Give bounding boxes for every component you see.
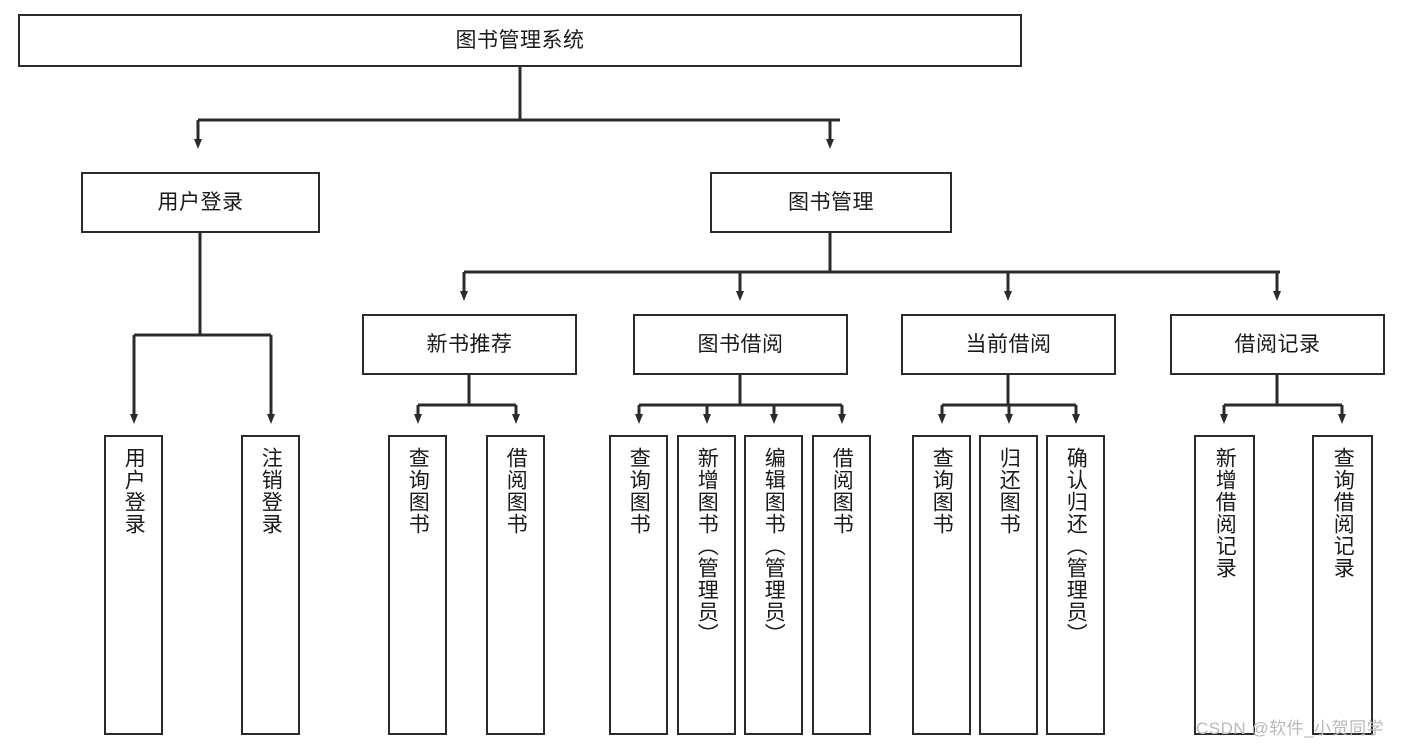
node-book-manage[interactable]: 图书管理 (710, 172, 952, 233)
node-leaf-return-book-label: 归还图书 (997, 447, 1021, 535)
node-leaf-borrow-book-1-label: 借阅图书 (504, 447, 528, 535)
node-leaf-add-record[interactable]: 新增借阅记录 (1194, 435, 1255, 735)
node-new-book-recommend[interactable]: 新书推荐 (362, 314, 577, 375)
node-leaf-query-book-3-label: 查询图书 (930, 447, 954, 535)
node-leaf-user-logout-label: 注销登录 (259, 447, 283, 535)
node-current-borrow[interactable]: 当前借阅 (901, 314, 1116, 375)
node-leaf-user-login[interactable]: 用户登录 (104, 435, 163, 735)
node-root-label: 图书管理系统 (455, 28, 585, 52)
node-user-login-label: 用户登录 (157, 190, 244, 214)
node-leaf-edit-book[interactable]: 编辑图书（管理员） (744, 435, 803, 735)
node-leaf-borrow-book-1[interactable]: 借阅图书 (486, 435, 545, 735)
node-root[interactable]: 图书管理系统 (18, 14, 1022, 67)
node-leaf-query-book-2-label: 查询图书 (627, 447, 651, 535)
node-leaf-confirm-return[interactable]: 确认归还（管理员） (1046, 435, 1105, 735)
node-book-borrow-label: 图书借阅 (697, 332, 784, 356)
node-leaf-add-book[interactable]: 新增图书（管理员） (677, 435, 736, 735)
node-borrow-record[interactable]: 借阅记录 (1170, 314, 1385, 375)
node-leaf-query-record[interactable]: 查询借阅记录 (1312, 435, 1373, 735)
node-leaf-edit-book-label: 编辑图书（管理员） (762, 447, 786, 645)
node-borrow-record-label: 借阅记录 (1234, 332, 1321, 356)
node-user-login[interactable]: 用户登录 (81, 172, 320, 233)
node-leaf-query-record-label: 查询借阅记录 (1331, 447, 1355, 579)
node-leaf-return-book[interactable]: 归还图书 (979, 435, 1038, 735)
node-leaf-borrow-book-2[interactable]: 借阅图书 (812, 435, 871, 735)
node-leaf-borrow-book-2-label: 借阅图书 (830, 447, 854, 535)
node-leaf-user-login-label: 用户登录 (122, 447, 146, 535)
node-leaf-confirm-return-label: 确认归还（管理员） (1064, 447, 1088, 645)
node-leaf-user-logout[interactable]: 注销登录 (241, 435, 300, 735)
node-leaf-query-book-1[interactable]: 查询图书 (388, 435, 447, 735)
node-leaf-add-record-label: 新增借阅记录 (1213, 447, 1237, 579)
watermark: CSDN @软件_小贺同学 (1196, 719, 1385, 738)
node-leaf-query-book-1-label: 查询图书 (406, 447, 430, 535)
node-leaf-add-book-label: 新增图书（管理员） (695, 447, 719, 645)
node-book-borrow[interactable]: 图书借阅 (633, 314, 848, 375)
node-current-borrow-label: 当前借阅 (965, 332, 1052, 356)
node-new-book-recommend-label: 新书推荐 (426, 332, 513, 356)
node-leaf-query-book-3[interactable]: 查询图书 (912, 435, 971, 735)
node-leaf-query-book-2[interactable]: 查询图书 (609, 435, 668, 735)
node-book-manage-label: 图书管理 (788, 190, 874, 214)
